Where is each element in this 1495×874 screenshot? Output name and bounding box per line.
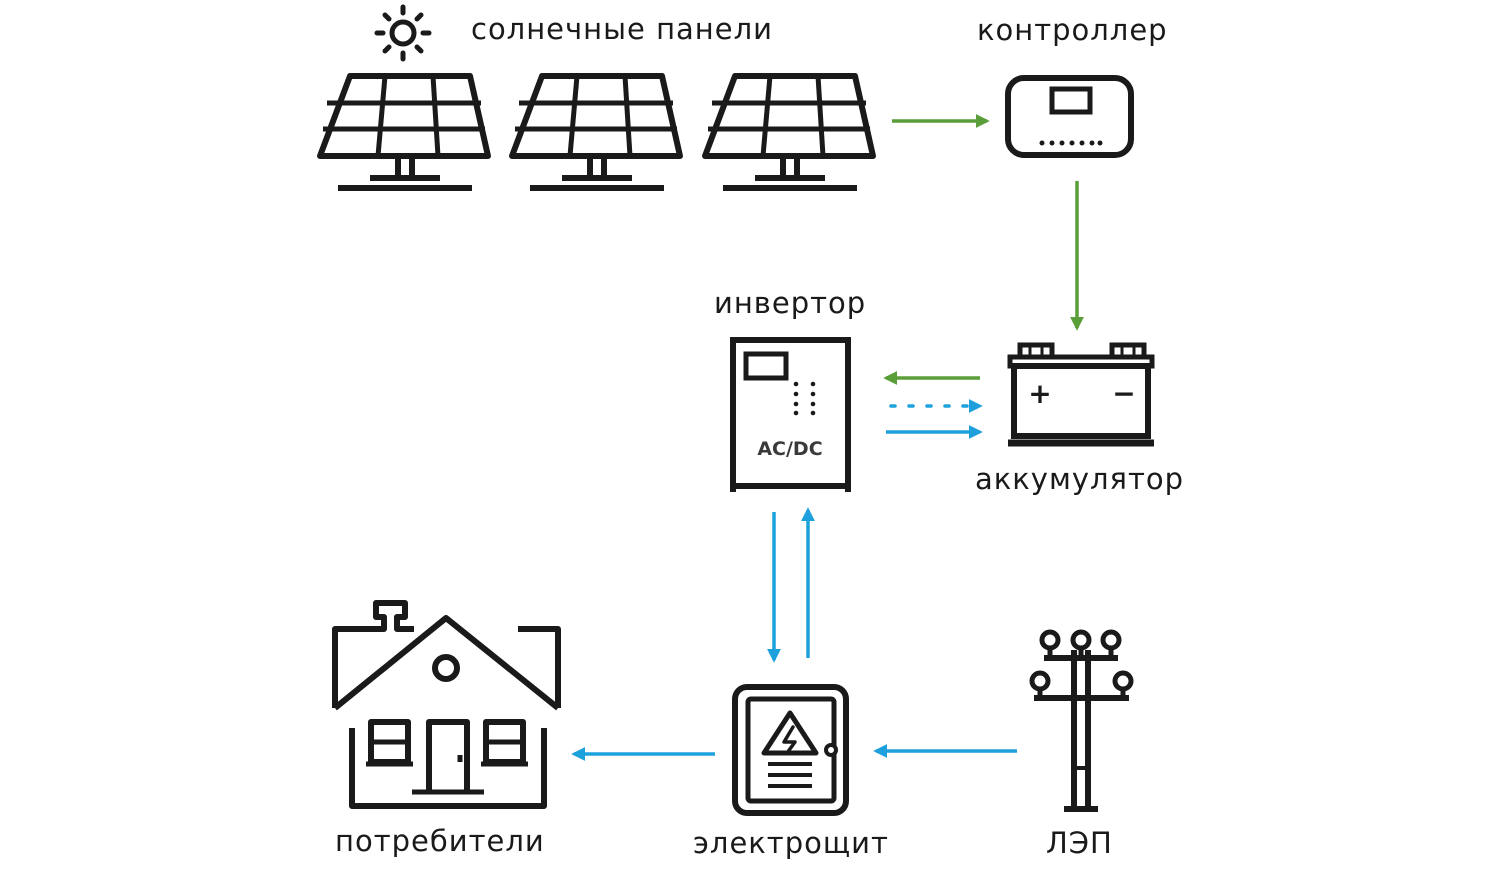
power-pole-icon (1029, 629, 1134, 812)
solar-panels-label: солнечные панели (471, 12, 773, 46)
consumers-label: потребители (335, 824, 545, 858)
solar-panel-icon (512, 76, 680, 188)
house-icon (332, 600, 561, 809)
battery-plus-sign: + (1028, 377, 1051, 410)
power-line-label: ЛЭП (1046, 826, 1113, 860)
battery-minus-sign: − (1112, 377, 1135, 410)
sun-icon (374, 4, 432, 62)
solar-panel-icon (320, 76, 488, 188)
switchboard-label: электрощит (693, 826, 889, 860)
controller-icon (1005, 75, 1134, 158)
inverter-label: инвертор (714, 286, 867, 320)
solar-panel-icon (705, 76, 873, 188)
inverter-marking: AC/DC (757, 438, 822, 460)
battery-label: аккумулятор (975, 462, 1185, 496)
inverter-icon (730, 337, 851, 492)
switchboard-icon (732, 684, 849, 816)
battery-icon (1007, 342, 1155, 447)
controller-label: контроллер (977, 13, 1168, 47)
